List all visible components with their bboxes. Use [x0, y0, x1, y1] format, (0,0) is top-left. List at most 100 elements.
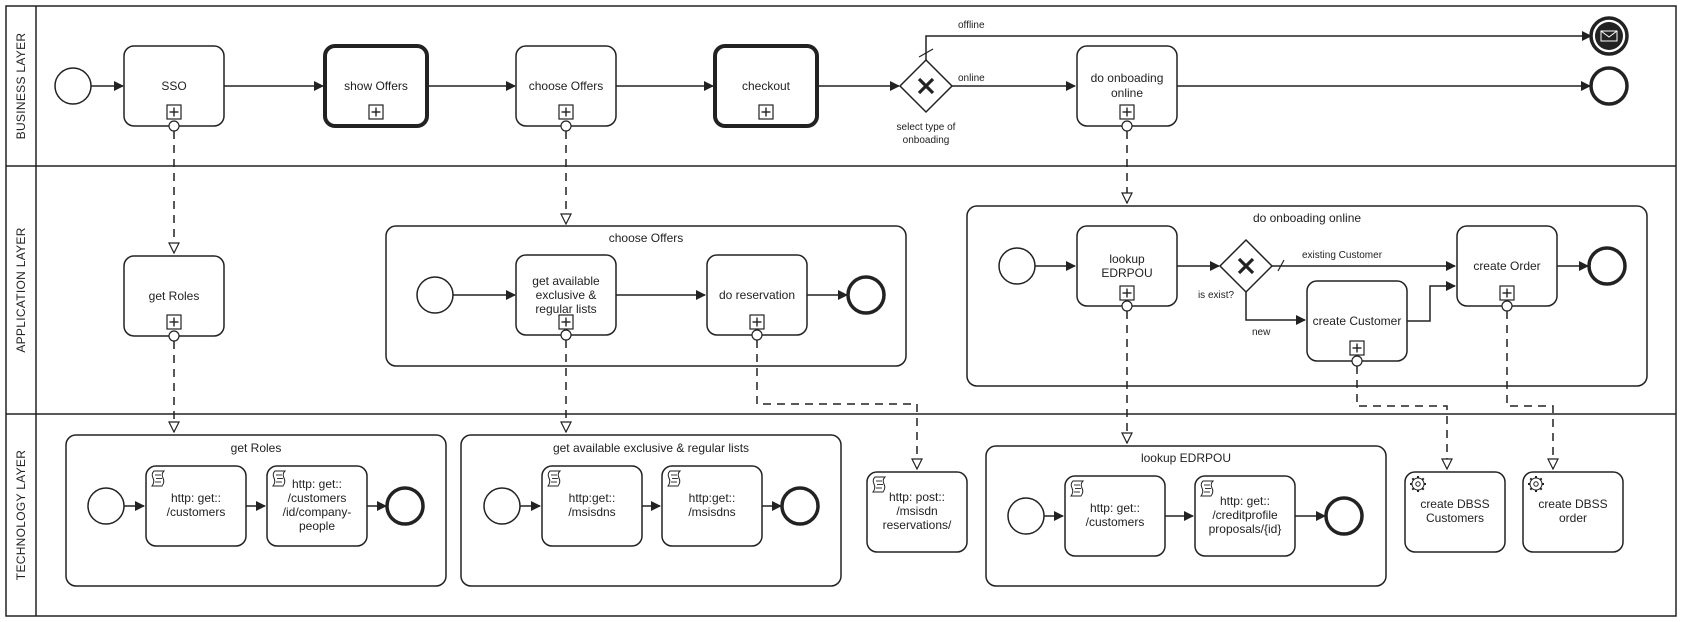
task-label: http:get:: — [569, 491, 616, 505]
end-event[interactable] — [1324, 496, 1364, 536]
association-anchor — [168, 120, 180, 132]
task-get-roles[interactable]: get Roles — [123, 255, 225, 337]
task-label: SSO — [161, 79, 186, 93]
task-label: show Offers — [344, 79, 408, 93]
subprocess-title: choose Offers — [609, 231, 683, 245]
exclusive-gateway-x-icon — [917, 77, 935, 95]
task-label: get available — [532, 274, 600, 288]
task-do-reservation[interactable]: do reservation — [706, 254, 808, 336]
script-task-get-customers-2[interactable]: http: get:: /customers — [1064, 475, 1166, 557]
sequence-flow — [1407, 281, 1456, 322]
flow-label-online: online — [958, 73, 985, 84]
message-end-event[interactable] — [1589, 16, 1629, 56]
gateway-label: select type of — [897, 122, 956, 133]
subprocess-marker-icon — [1119, 285, 1135, 301]
service-task-create-dbss-customers[interactable]: create DBSS Customers — [1404, 471, 1506, 553]
end-event[interactable] — [1589, 66, 1629, 106]
task-choose-offers[interactable]: choose Offers — [515, 45, 617, 127]
subprocess-title: lookup EDRPOU — [1141, 451, 1231, 465]
task-label: Customers — [1426, 511, 1484, 525]
start-event[interactable] — [87, 487, 125, 525]
gateway-label: onboading — [903, 135, 950, 146]
task-label: regular lists — [535, 302, 596, 316]
task-label: /id/company- — [283, 505, 352, 519]
association — [1356, 366, 1447, 469]
script-task-post-msisdn-reservations[interactable]: http: post:: /msisdn reservations/ — [866, 471, 968, 553]
task-label: /msisdns — [568, 505, 615, 519]
task-label: http:get:: — [689, 491, 736, 505]
end-event[interactable] — [780, 486, 820, 526]
service-task-gear-icon — [1409, 475, 1427, 493]
start-event[interactable] — [998, 247, 1036, 285]
call-activity-checkout[interactable]: checkout — [713, 44, 819, 128]
association — [756, 340, 917, 469]
lane-label-application: APPLICATION LAYER — [14, 227, 28, 352]
task-create-order[interactable]: create Order — [1456, 225, 1558, 307]
subprocess-marker-icon — [558, 314, 574, 330]
task-label: reservations/ — [883, 518, 952, 532]
task-label: do reservation — [719, 288, 795, 302]
task-label: /customers — [288, 491, 347, 505]
start-event[interactable] — [483, 487, 521, 525]
default-flow-marker — [1277, 259, 1285, 272]
subprocess-marker-icon — [749, 314, 765, 330]
task-get-available-lists[interactable]: get available exclusive & regular lists — [515, 254, 617, 336]
task-do-onboarding-online[interactable]: do onboading online — [1076, 45, 1178, 127]
task-label: people — [299, 519, 335, 533]
subprocess-title: get available exclusive & regular lists — [553, 441, 749, 455]
lane-label-business: BUSINESS LAYER — [14, 33, 28, 140]
start-event[interactable] — [54, 67, 92, 105]
task-label: choose Offers — [529, 79, 603, 93]
script-task-get-msisdns-2[interactable]: http:get:: /msisdns — [661, 465, 763, 547]
association-anchor — [751, 329, 763, 341]
task-label: checkout — [742, 79, 791, 93]
script-task-get-company-people[interactable]: http: get:: /customers /id/company- peop… — [266, 465, 368, 547]
task-label: get Roles — [149, 289, 200, 303]
task-label: create Customer — [1313, 314, 1402, 328]
subprocess-marker-icon — [166, 314, 182, 330]
sequence-flow-offline — [925, 31, 1592, 60]
exclusive-gateway-x-icon — [1237, 257, 1255, 275]
service-task-gear-icon — [1527, 475, 1545, 493]
subprocess-choose-offers[interactable]: choose Offers — [385, 225, 907, 367]
start-event[interactable] — [416, 276, 454, 314]
task-create-customer[interactable]: create Customer — [1306, 280, 1408, 362]
association — [1506, 311, 1553, 469]
start-event[interactable] — [1007, 497, 1045, 535]
call-activity-show-offers[interactable]: show Offers — [323, 44, 429, 128]
task-lookup-edrpou[interactable]: lookup EDRPOU — [1076, 225, 1178, 307]
subprocess-marker-icon — [1349, 340, 1365, 356]
gateway-label: is exist? — [1198, 290, 1235, 301]
task-label: /msisdn — [896, 504, 937, 518]
subprocess-title: do onboading online — [1253, 211, 1361, 225]
task-sso[interactable]: SSO — [123, 45, 225, 127]
task-label: exclusive & — [536, 288, 597, 302]
end-event[interactable] — [1587, 246, 1627, 286]
flow-label: existing Customer — [1302, 250, 1383, 261]
script-task-icon — [872, 476, 886, 493]
subprocess-marker-icon — [558, 104, 574, 120]
task-label: http: get:: — [171, 491, 221, 505]
script-task-get-msisdns[interactable]: http:get:: /msisdns — [541, 465, 643, 547]
service-task-create-dbss-order[interactable]: create DBSS order — [1522, 471, 1624, 553]
end-event[interactable] — [385, 486, 425, 526]
end-event[interactable] — [846, 275, 886, 315]
task-label: http: post:: — [889, 490, 945, 504]
gateway-select-onboarding[interactable] — [898, 58, 954, 114]
subprocess-title: get Roles — [231, 441, 282, 455]
lane-label-technology: TECHNOLOGY LAYER — [14, 450, 28, 580]
script-task-icon — [547, 470, 561, 487]
script-task-icon — [151, 470, 165, 487]
task-label: /msisdns — [688, 505, 735, 519]
task-label: http: get:: — [292, 477, 342, 491]
script-task-get-creditprofile[interactable]: http: get:: /creditprofile proposals/{id… — [1194, 475, 1296, 557]
script-task-icon — [1200, 480, 1214, 497]
flow-label-offline: offline — [958, 20, 985, 31]
script-task-icon — [667, 470, 681, 487]
task-label: http: get:: — [1090, 501, 1140, 515]
association-anchor — [560, 120, 572, 132]
task-label: order — [1559, 511, 1587, 525]
script-task-get-customers[interactable]: http: get:: /customers — [145, 465, 247, 547]
